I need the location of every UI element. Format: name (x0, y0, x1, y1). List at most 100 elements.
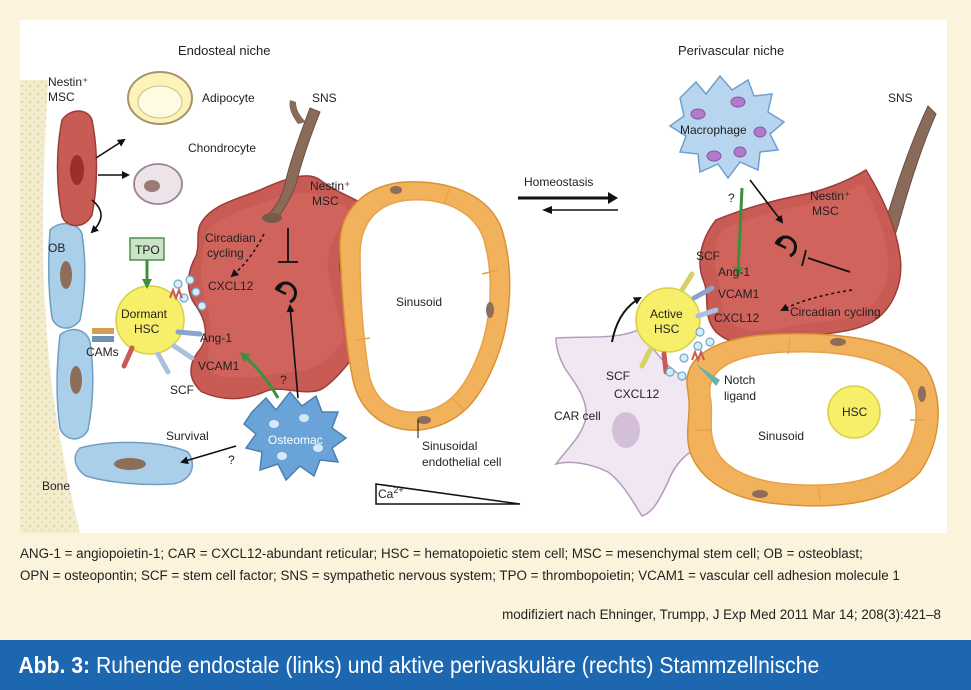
abbreviation-legend: ANG-1 = angiopoietin-1; CAR = CXCL12-abu… (20, 543, 950, 587)
nestin-msc-center-label-1: Nestin⁺ (310, 179, 350, 193)
nestin-msc-center-label-2: MSC (312, 194, 339, 208)
active-hsc-label-2: HSC (654, 322, 680, 336)
survival-question: ? (228, 453, 235, 467)
car-cell-nucleus (612, 412, 640, 448)
legend-line-2: OPN = osteopontin; SCF = stem cell facto… (20, 568, 900, 583)
cams-molecules (92, 328, 114, 342)
ob-label: OB (48, 241, 65, 255)
sns-nerve-left-terminal (262, 213, 282, 223)
source-citation: modifiziert nach Ehninger, Trumpp, J Exp… (502, 607, 941, 622)
sns-nerve-left-branch (289, 100, 306, 124)
dormant-hsc-label-1: Dormant (121, 307, 168, 321)
figure-caption-label: Abb. 3: (18, 652, 91, 678)
legend-line-1: ANG-1 = angiopoietin-1; CAR = CXCL12-abu… (20, 546, 863, 561)
osteomac-green-arrow (239, 352, 280, 399)
osteomac-black-arrow (286, 304, 299, 399)
survival-label: Survival (166, 429, 209, 443)
nestin-msc-right-label-2: MSC (812, 204, 839, 218)
osteomac-cell (243, 390, 348, 482)
niche-diagram: Endosteal niche Bone OB Nestin⁺ MSC Adip… (20, 43, 939, 533)
osteomac-granules (269, 414, 323, 460)
chondrocyte-label: Chondrocyte (188, 141, 256, 155)
cycle-icon-right (774, 235, 798, 258)
osteomac-question: ? (280, 373, 287, 387)
nestin-msc-center-highlight (201, 193, 350, 378)
vcam1-left-label: VCAM1 (198, 359, 240, 373)
nestin-msc-left-nucleus (70, 155, 84, 185)
dormant-hsc-label-2: HSC (134, 322, 160, 336)
hsc-in-sinusoid-label: HSC (842, 405, 868, 419)
cxcl12-left-label: CXCL12 (208, 279, 254, 293)
cxcl12-right-top-label: CXCL12 (714, 311, 760, 325)
sns-right-label: SNS (888, 91, 913, 105)
cxcl12-right-bottom-label: CXCL12 (614, 387, 660, 401)
osteomac-label: Osteomac (268, 433, 323, 447)
circadian-left-label-1: Circadian (205, 231, 256, 245)
sns-inhibition-right (801, 249, 851, 273)
dormant-hsc-receptor-coils (169, 287, 183, 301)
notch-ligand-label-1: Notch (724, 373, 755, 387)
macrophage-granules (690, 96, 767, 162)
dormant-hsc-ligand-dots (173, 275, 207, 311)
circadian-left-label-2: cycling (207, 246, 244, 260)
ang1-right-label: Ang-1 (718, 265, 750, 279)
figure-caption-body: Ruhende endostale (links) und aktive per… (90, 652, 820, 678)
notch-ligand-label-2: ligand (724, 389, 756, 403)
figure-caption: Abb. 3: Ruhende endostale (links) und ak… (0, 640, 971, 690)
active-hsc-ligand-dots (665, 327, 715, 381)
cycle-icon-left (274, 281, 298, 304)
diagram-panel: Endosteal niche Bone OB Nestin⁺ MSC Adip… (20, 20, 947, 533)
homeostasis-label: Homeostasis (524, 175, 593, 189)
car-cell-arrow (611, 297, 642, 343)
sinusoidal-label-2: endothelial cell (422, 455, 501, 469)
sinusoid-left (339, 181, 511, 431)
hsc-in-sinusoid (827, 385, 881, 439)
chondrocyte-nucleus (144, 180, 160, 192)
perivascular-niche-title: Perivascular niche (678, 43, 784, 58)
active-hsc-label-1: Active (650, 307, 683, 321)
sns-left-label: SNS (312, 91, 337, 105)
adipocyte-lipid (137, 85, 183, 119)
macrophage-black-arrow (749, 179, 784, 224)
vcam1-right-label: VCAM1 (718, 287, 760, 301)
notch-receptors (691, 349, 705, 363)
circadian-left-arrow (230, 233, 265, 278)
figure-caption-text: Abb. 3: Ruhende endostale (links) und ak… (0, 640, 819, 690)
nestin-msc-left-label-2: MSC (48, 90, 75, 104)
active-hsc-cell (635, 287, 701, 353)
cams-label: CAMs (86, 345, 119, 359)
sinusoid-left-label: Sinusoid (396, 295, 442, 309)
endosteal-niche-title: Endosteal niche (178, 43, 271, 58)
circadian-right-arrow (780, 289, 853, 311)
differentiation-arrows (90, 138, 130, 234)
survival-arrow (180, 445, 237, 465)
scf-right-bottom-label: SCF (606, 369, 630, 383)
nestin-msc-right-label-1: Nestin⁺ (810, 189, 850, 203)
bone-region (20, 80, 80, 533)
scf-left-label: SCF (170, 383, 194, 397)
macrophage-label: Macrophage (680, 123, 747, 137)
nestin-msc-right-highlight (714, 184, 889, 332)
nestin-msc-left-label-1: Nestin⁺ (48, 75, 88, 89)
sinusoid-right (686, 332, 939, 507)
calcium-gradient (375, 483, 521, 505)
macrophage-cell (668, 74, 786, 180)
circadian-right-label: Circadian cycling (790, 305, 881, 319)
ang1-left-label: Ang-1 (200, 331, 232, 345)
calcium-label: Ca2+ (378, 485, 404, 501)
notch-ligand-shape (696, 364, 720, 386)
bone-label: Bone (42, 479, 70, 493)
dormant-hsc-receptors (121, 329, 203, 375)
sinusoid-right-label: Sinusoid (758, 429, 804, 443)
macrophage-green-arrow (733, 187, 744, 277)
adipocyte-label: Adipocyte (202, 91, 255, 105)
sns-inhibition-left (278, 228, 298, 263)
homeostasis-arrows (518, 192, 618, 214)
tpo-label: TPO (135, 243, 160, 257)
sinusoidal-label-1: Sinusoidal (422, 439, 477, 453)
active-hsc-receptors (639, 271, 719, 375)
osteoblast-lining (47, 222, 193, 486)
macrophage-question: ? (728, 191, 735, 205)
car-cell-label: CAR cell (554, 409, 601, 423)
scf-right-top-label: SCF (696, 249, 720, 263)
